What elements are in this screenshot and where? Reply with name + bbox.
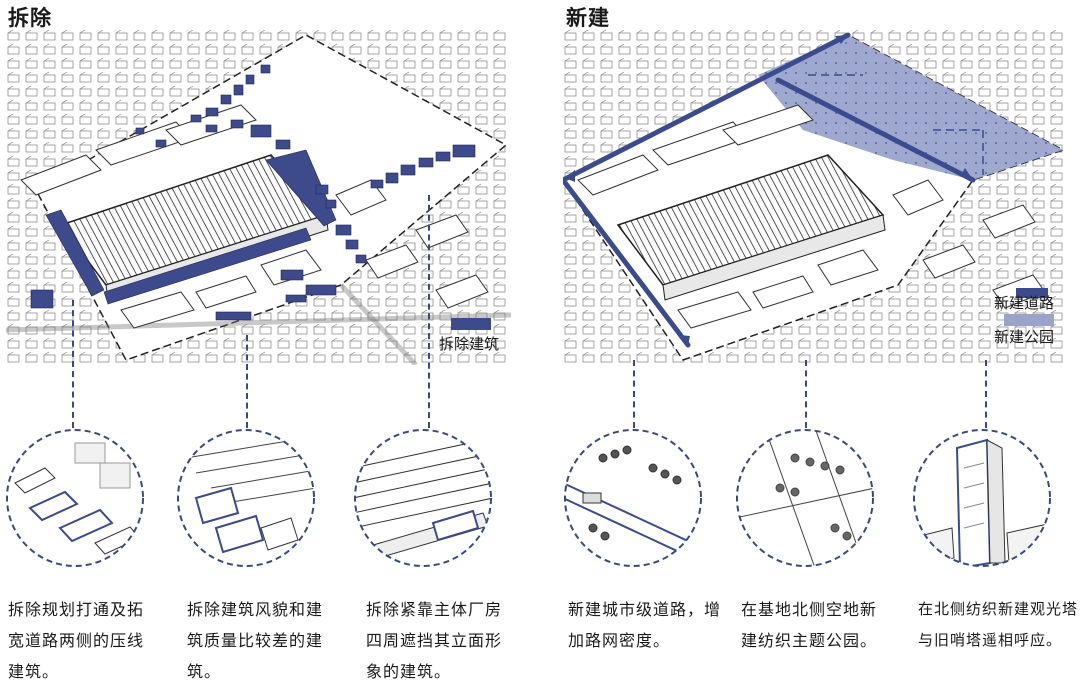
demolished-buildings <box>30 64 476 321</box>
detail-circle-1 <box>6 429 144 567</box>
caption-2: 拆除建筑风貌和建筑质量比较差的建筑。 <box>187 600 324 681</box>
leader-line-5 <box>805 360 807 428</box>
panel-title-demolish: 拆除 <box>8 6 52 30</box>
caption-5: 在基地北侧空地新建纺织主题公园。 <box>741 600 878 650</box>
new-park <box>758 35 1063 180</box>
legend-label-road: 新建道路 <box>994 294 1055 312</box>
detail-circle-2 <box>177 429 315 567</box>
caption-6: 在北侧纺织新建观光塔与旧哨塔遥相呼应。 <box>918 600 1079 649</box>
detail-circle-5 <box>736 429 874 567</box>
legend-swatch-demolish <box>451 318 491 330</box>
caption-3: 拆除紧靠主体厂房四周遮挡其立面形象的建筑。 <box>366 600 503 681</box>
detail-circle-3 <box>354 429 492 567</box>
leader-line-4 <box>633 360 635 428</box>
aerial-map-demolish <box>6 30 511 365</box>
leader-line-6 <box>985 360 987 428</box>
leader-line-1 <box>72 300 74 428</box>
observation-tower <box>955 438 992 566</box>
legend-label-demolish: 拆除建筑 <box>439 335 500 353</box>
detail-circle-4 <box>564 429 702 567</box>
caption-4: 新建城市级道路，增加路网密度。 <box>568 600 722 650</box>
legend-label-park: 新建公园 <box>994 328 1055 346</box>
detail-circle-6 <box>913 429 1051 567</box>
legend-swatch-park <box>1004 314 1054 326</box>
caption-1: 拆除规划打通及拓宽道路两侧的压线建筑。 <box>8 600 145 681</box>
leader-line-2 <box>246 335 248 428</box>
leader-line-3 <box>428 195 430 428</box>
legend-item-park: 新建公园 <box>994 314 1055 356</box>
legend-item-road: 新建道路 <box>994 288 1055 326</box>
legend-swatch-road <box>1016 288 1048 298</box>
aerial-map-new <box>563 30 1068 365</box>
new-roads <box>563 32 976 348</box>
panel-title-new: 新建 <box>566 6 610 30</box>
legend-demolish: 拆除建筑 <box>439 318 499 354</box>
legend-new: 新建道路 新建公园 <box>994 288 1055 356</box>
